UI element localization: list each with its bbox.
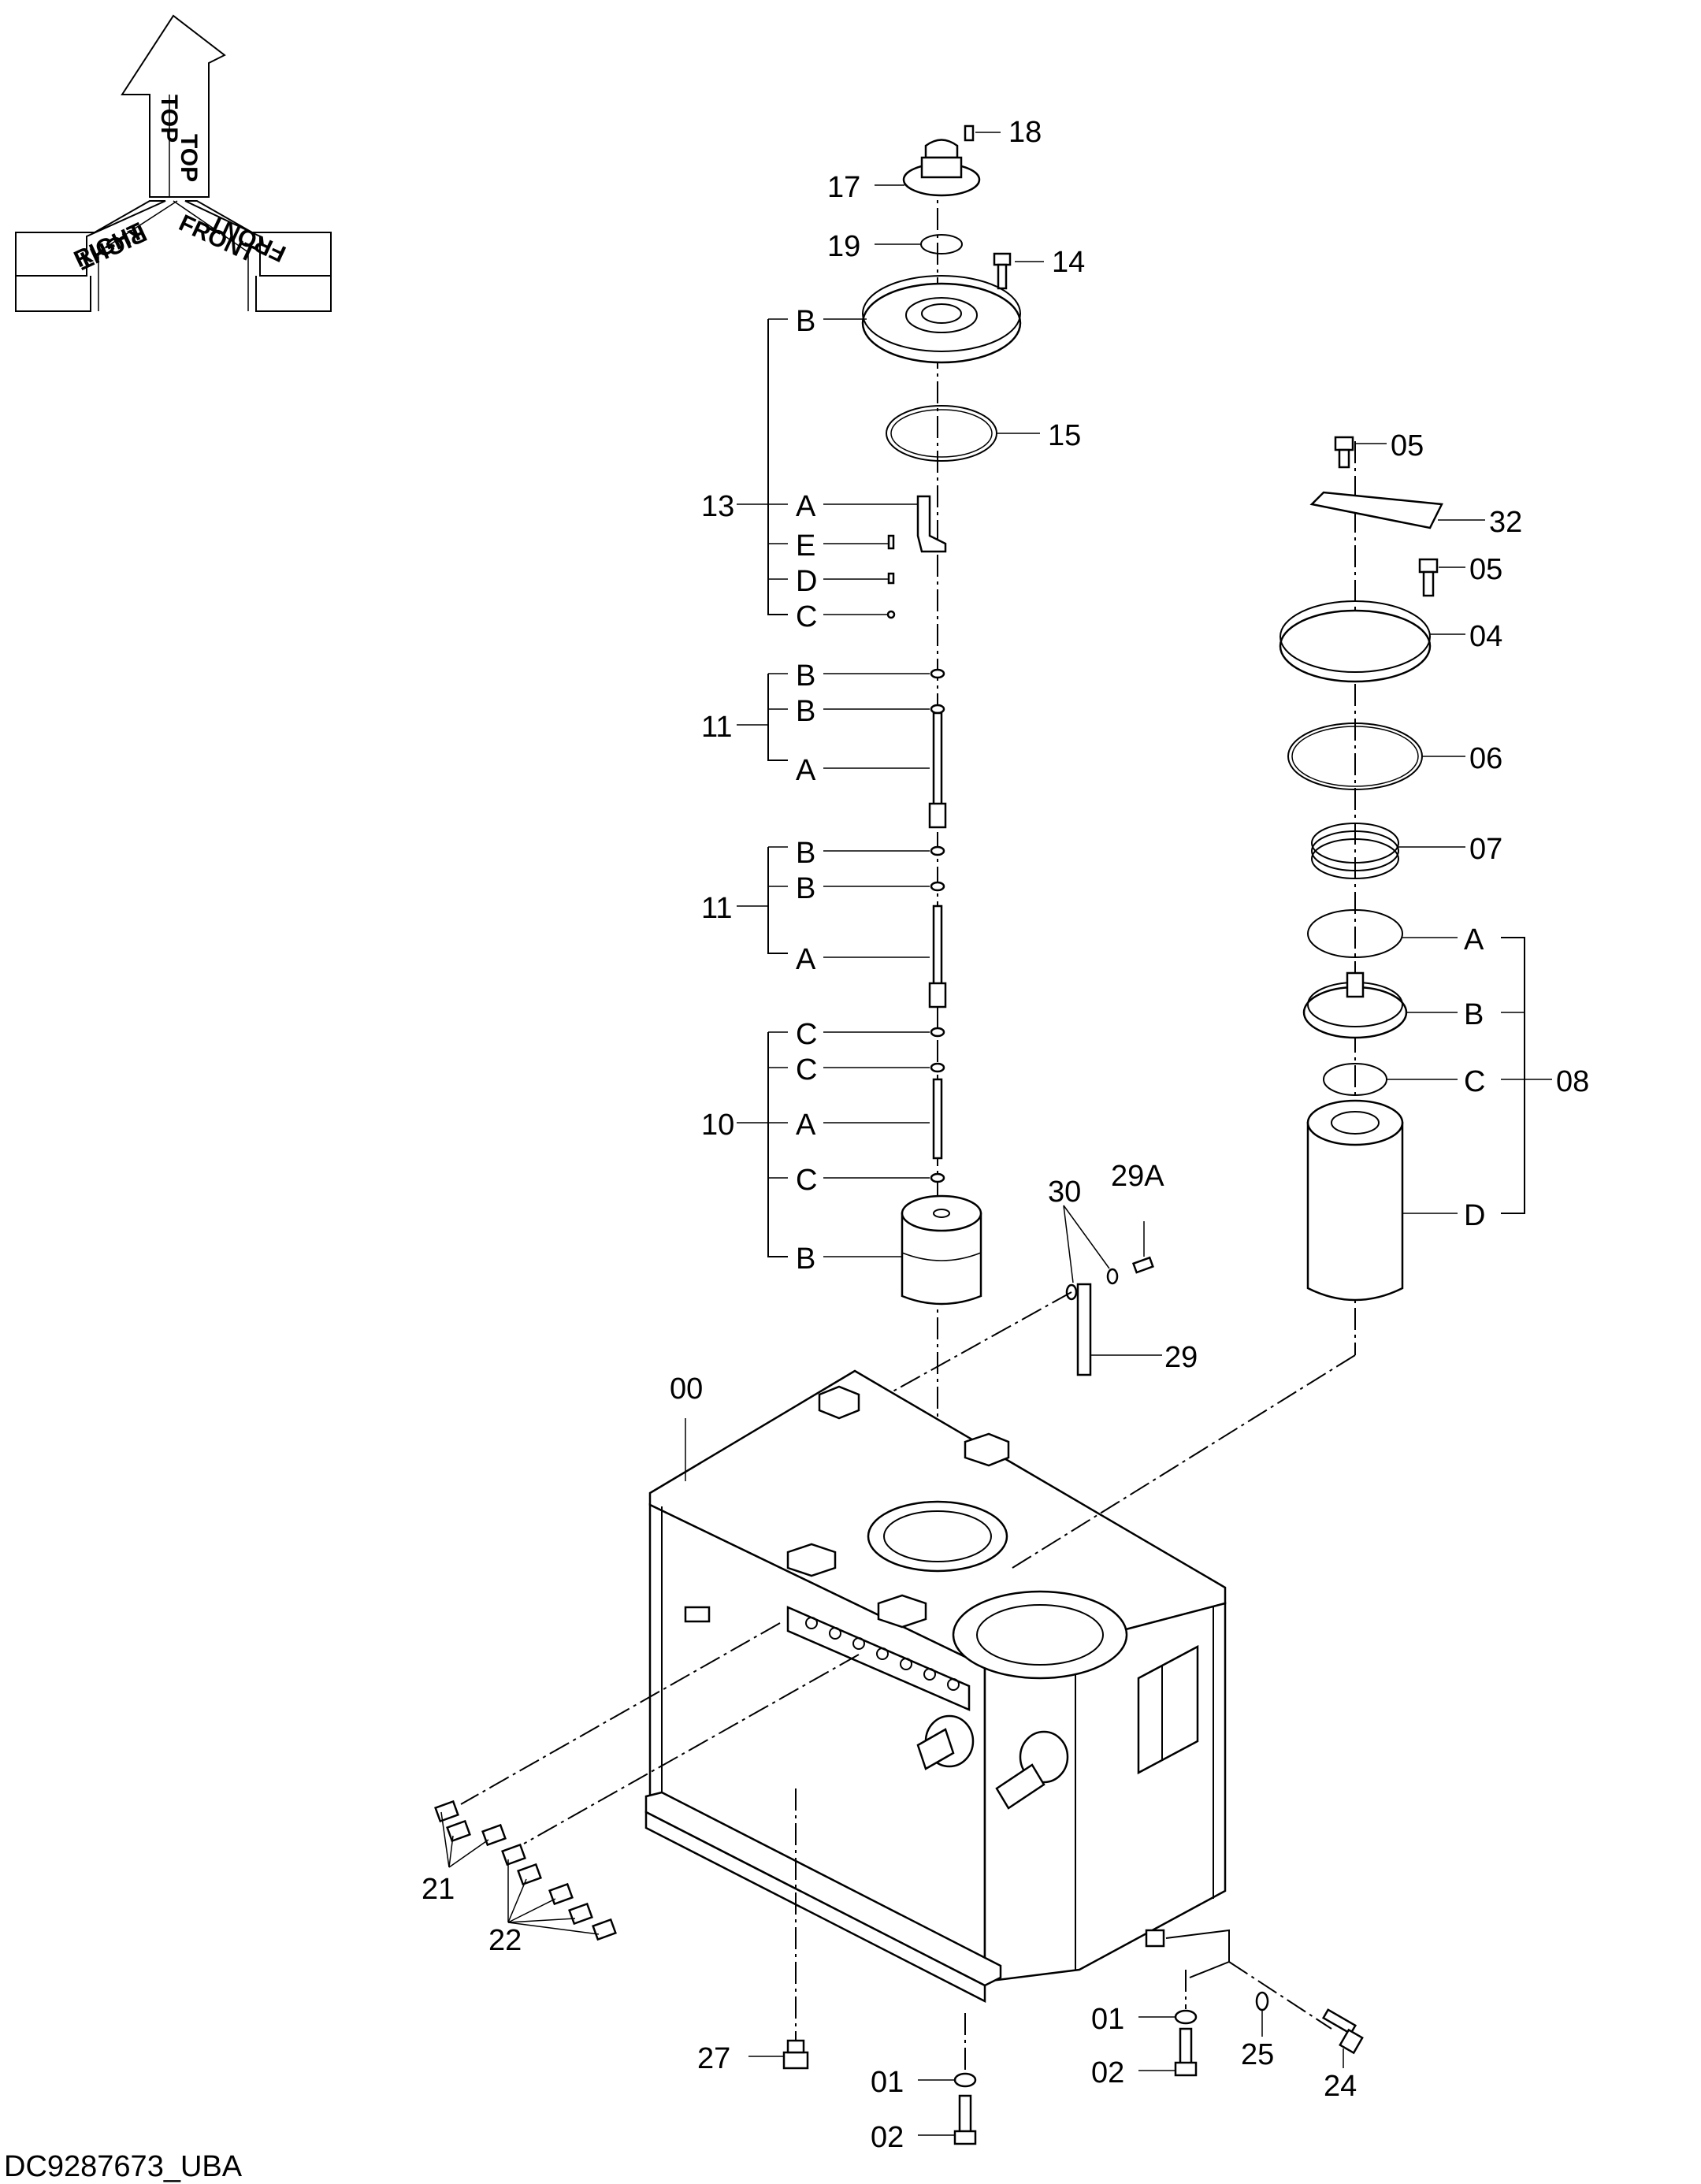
label-11b-a: A (796, 943, 816, 976)
label-18: 18 (1008, 116, 1042, 149)
label-11b-b1: B (796, 837, 815, 870)
label-11b-b2: B (796, 872, 815, 905)
orientation-right-mirror-label: RIGHT (72, 220, 150, 274)
label-17: 17 (827, 171, 860, 204)
return-filter-assembly (1279, 436, 1552, 1355)
stay-29-icon (1076, 1283, 1092, 1376)
label-10-c3: C (796, 1164, 817, 1197)
label-02a: 02 (871, 2121, 904, 2154)
bracket-13 (767, 319, 788, 615)
bolt-05b-icon (1418, 558, 1439, 597)
washer-01b-icon (1174, 2009, 1198, 2025)
cover-plate-13b-icon (861, 275, 1022, 364)
label-30: 30 (1048, 1176, 1081, 1209)
gasket-15-icon (886, 405, 997, 462)
label-24: 24 (1324, 2070, 1357, 2103)
label-10-c1: C (796, 1018, 817, 1051)
washer-25-icon (1255, 1991, 1269, 2011)
bolt-24-icon (1321, 2008, 1364, 2055)
bracket-13a-icon (916, 495, 947, 553)
label-14: 14 (1052, 246, 1085, 279)
o-ring-19-icon (920, 234, 963, 254)
bolt-18-icon (964, 124, 975, 142)
rod-10a-icon (932, 1078, 943, 1160)
bolt-02a-icon (953, 2094, 977, 2145)
washer-30b-icon (1106, 1268, 1119, 1285)
label-25: 25 (1241, 2038, 1274, 2071)
arrow-left-icon (15, 200, 166, 277)
filter-element-08d-icon (1306, 1099, 1404, 1302)
label-04: 04 (1469, 620, 1502, 653)
orientation-top-label: TOP (176, 134, 202, 182)
label-13-a: A (796, 490, 816, 523)
label-13-d: D (796, 565, 817, 598)
arrow-up-icon (121, 14, 226, 198)
label-22: 22 (488, 1924, 522, 1957)
label-08-a: A (1464, 923, 1484, 956)
port-suction-icon (867, 1500, 1008, 1573)
plug-27-icon (782, 2039, 809, 2070)
label-15: 15 (1048, 419, 1081, 452)
label-11a-a: A (796, 754, 816, 787)
label-08-d: D (1464, 1199, 1485, 1232)
label-11a: 11 (701, 711, 732, 744)
fittings-21-icon (434, 1800, 507, 1847)
label-11a-b1: B (796, 659, 815, 693)
label-08-c: C (1464, 1065, 1485, 1098)
orientation-top-mirror-label: TOP (156, 95, 182, 143)
arrow-right-icon (184, 200, 332, 277)
label-10-a: A (796, 1109, 816, 1142)
label-13: 13 (701, 490, 734, 523)
label-13-c: C (796, 600, 817, 633)
label-05a: 05 (1391, 429, 1424, 462)
washer-01a-icon (953, 2072, 977, 2088)
ring-08a-icon (1307, 909, 1403, 958)
plate-32-icon (1309, 491, 1443, 529)
label-05b: 05 (1469, 553, 1502, 586)
bolt-29a-icon (1131, 1256, 1154, 1274)
label-11b: 11 (701, 892, 732, 925)
label-11a-b2: B (796, 695, 815, 728)
label-13-b: B (796, 305, 815, 338)
label-19: 19 (827, 230, 860, 263)
label-32: 32 (1489, 506, 1522, 539)
label-00: 00 (670, 1372, 703, 1406)
label-02b: 02 (1091, 2056, 1124, 2089)
label-08-b: B (1464, 998, 1484, 1031)
label-01a: 01 (871, 2066, 904, 2099)
stay-assembly (858, 1205, 1162, 1411)
breather-17-icon (902, 139, 981, 197)
label-10: 10 (701, 1109, 734, 1142)
label-10-b: B (796, 1242, 815, 1276)
label-01b: 01 (1091, 2003, 1124, 2036)
label-21: 21 (422, 1873, 455, 1906)
pipe-left-icon (916, 1714, 975, 1770)
label-29a: 29A (1111, 1160, 1164, 1193)
drawing-id: DC9287673_UBA (4, 2150, 243, 2183)
pipe-right-icon (995, 1730, 1069, 1810)
bolt-05a-icon (1334, 436, 1354, 469)
bolt-02b-icon (1174, 2027, 1198, 2077)
label-07: 07 (1469, 833, 1502, 866)
label-08: 08 (1556, 1065, 1589, 1098)
label-13-e: E (796, 529, 815, 563)
spring-07-icon (1311, 823, 1399, 879)
label-10-c2: C (796, 1053, 817, 1086)
hydraulic-tank-00 (644, 1369, 1230, 2004)
orientation-indicator: TOP TOP RIGHT RIGHT FRONT FRONT (15, 14, 332, 312)
side-bracket-icon (1137, 1644, 1199, 1775)
cover-04-icon (1279, 600, 1432, 683)
valve-08b-icon (1302, 971, 1408, 1039)
bolt-14-icon (993, 252, 1012, 290)
strainer-10b-icon (901, 1194, 982, 1306)
label-27: 27 (697, 2042, 730, 2075)
label-29: 29 (1164, 1341, 1198, 1374)
suction-assembly (737, 124, 1044, 1584)
label-06: 06 (1469, 742, 1502, 775)
